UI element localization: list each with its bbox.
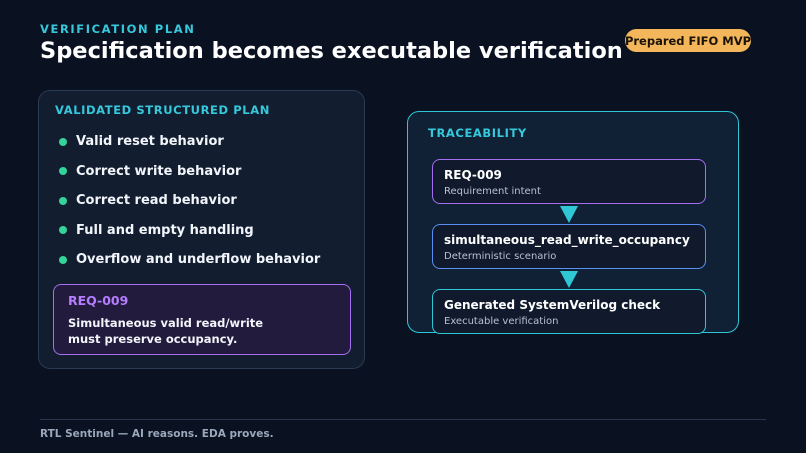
trace-node-title: simultaneous_read_write_occupancy — [444, 233, 690, 247]
status-badge: Prepared FIFO MVP — [625, 29, 751, 52]
list-item-label: Correct write behavior — [76, 163, 242, 179]
trace-node-requirement: REQ-009 Requirement intent — [432, 159, 706, 204]
trace-node-scenario: simultaneous_read_write_occupancy Determ… — [432, 224, 706, 269]
plan-list: Valid reset behavior Correct write behav… — [59, 127, 320, 275]
requirement-callout: REQ-009 Simultaneous valid read/write mu… — [53, 284, 351, 355]
list-item-label: Full and empty handling — [76, 222, 254, 238]
trace-node-subtitle: Executable verification — [444, 316, 559, 327]
structured-plan-card: VALIDATED STRUCTURED PLAN Valid reset be… — [38, 90, 365, 369]
green-dot-icon — [59, 226, 67, 235]
list-item: Full and empty handling — [59, 216, 320, 246]
list-item-label: Valid reset behavior — [76, 134, 224, 150]
list-item-label: Overflow and underflow behavior — [76, 252, 321, 268]
footer-text: RTL Sentinel — AI reasons. EDA proves. — [40, 428, 274, 440]
list-item: Correct read behavior — [59, 186, 320, 216]
list-item: Overflow and underflow behavior — [59, 245, 320, 275]
eyebrow-label: VERIFICATION PLAN — [40, 22, 196, 36]
trace-node-subtitle: Requirement intent — [444, 186, 541, 197]
green-dot-icon — [59, 255, 67, 264]
traceability-heading: TRACEABILITY — [428, 126, 527, 140]
list-item: Valid reset behavior — [59, 127, 320, 157]
arrow-down-icon — [560, 271, 578, 288]
trace-node-check: Generated SystemVerilog check Executable… — [432, 289, 706, 334]
trace-node-subtitle: Deterministic scenario — [444, 251, 557, 262]
green-dot-icon — [59, 167, 67, 176]
traceability-card: TRACEABILITY REQ-009 Requirement intent … — [407, 111, 739, 334]
arrow-down-icon — [560, 206, 578, 223]
page-title: Specification becomes executable verific… — [40, 38, 623, 64]
list-item: Correct write behavior — [59, 157, 320, 187]
plan-card-heading: VALIDATED STRUCTURED PLAN — [55, 103, 270, 117]
trace-node-title: Generated SystemVerilog check — [444, 298, 661, 312]
green-dot-icon — [59, 137, 67, 146]
green-dot-icon — [59, 196, 67, 205]
trace-node-title: REQ-009 — [444, 168, 502, 182]
requirement-id: REQ-009 — [68, 293, 129, 308]
footer-divider — [40, 419, 766, 420]
list-item-label: Correct read behavior — [76, 193, 237, 209]
requirement-text: Simultaneous valid read/write must prese… — [68, 316, 264, 346]
